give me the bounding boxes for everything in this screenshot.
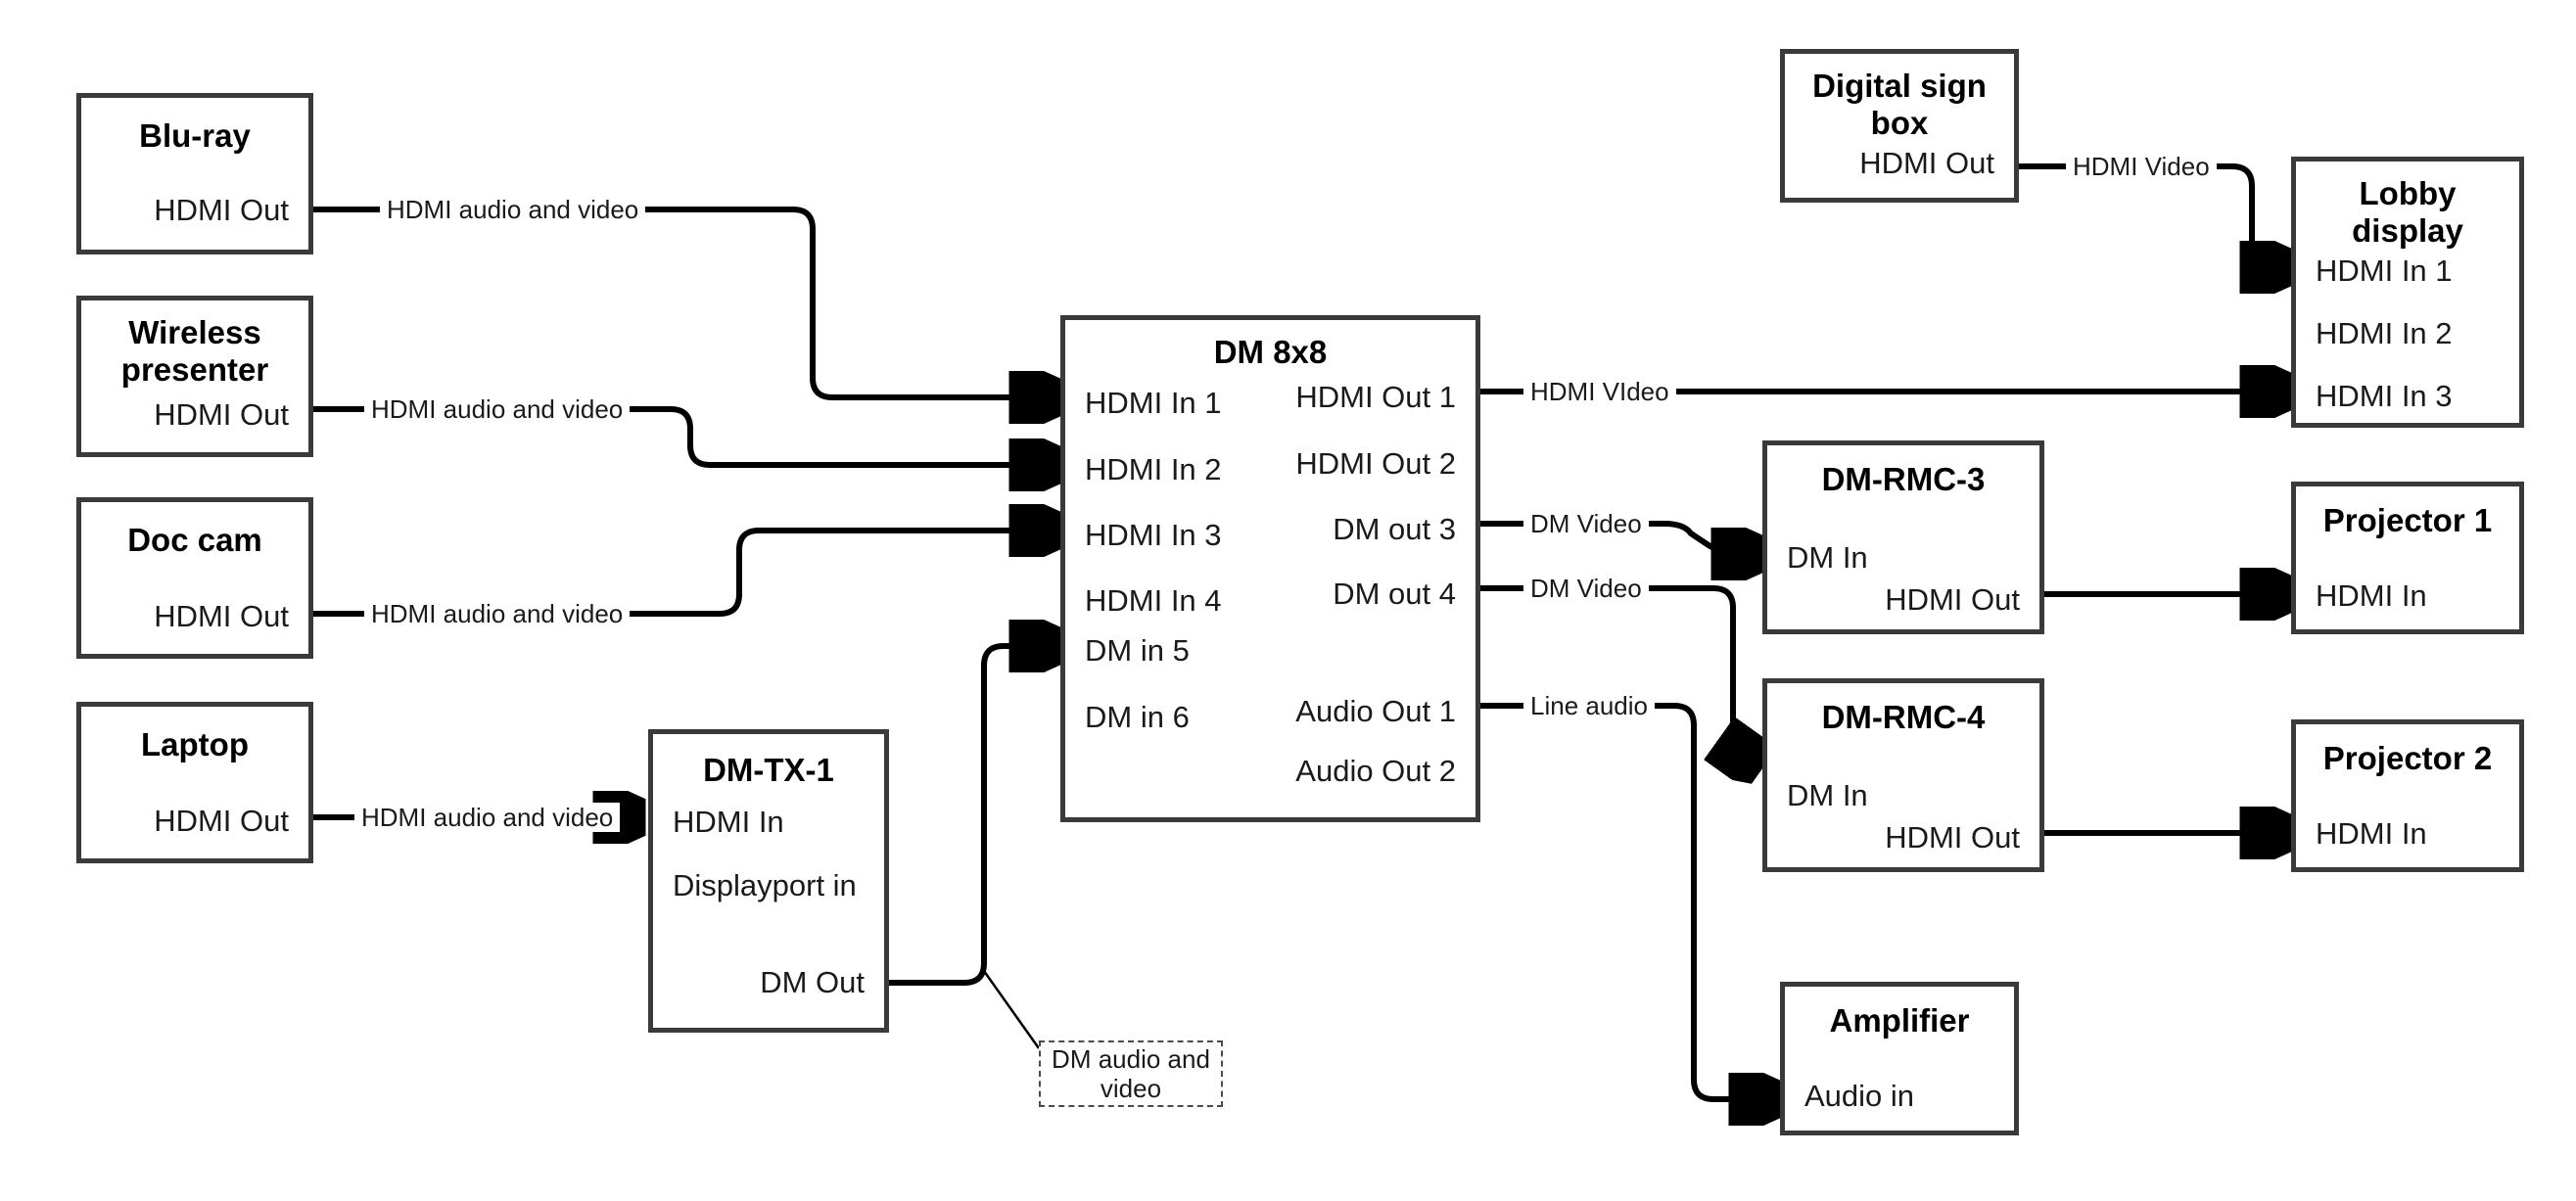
device-digital-sign-box-title: Digital sign box: [1812, 68, 1987, 141]
edge-label-wireless-to-dm: HDMI audio and video: [364, 394, 631, 424]
edge-label-doccam-to-dm: HDMI audio and video: [364, 599, 631, 628]
device-laptop-port-hdmi-out[interactable]: HDMI Out: [154, 804, 289, 838]
edge-label-dm-hdmiout1: HDMI VIdeo: [1523, 377, 1676, 406]
device-amplifier[interactable]: Amplifier Audio in: [1780, 982, 2019, 1135]
device-dm-8x8[interactable]: DM 8x8 HDMI In 1 HDMI In 2 HDMI In 3 HDM…: [1060, 315, 1480, 822]
device-bluray[interactable]: Blu-ray HDMI Out: [76, 93, 313, 254]
device-dm-8x8-output-audio-out-2[interactable]: Audio Out 2: [1295, 754, 1456, 788]
edge-label-dm-audioout1: Line audio: [1523, 691, 1655, 720]
device-dm-rmc-3-port-hdmi-out[interactable]: HDMI Out: [1885, 582, 2020, 617]
device-dm-8x8-input-dm-in-5[interactable]: DM in 5: [1085, 633, 1190, 668]
device-bluray-title: Blu-ray: [139, 117, 251, 154]
device-projector-1[interactable]: Projector 1 HDMI In: [2291, 482, 2524, 634]
device-digital-sign-box-port-hdmi-out[interactable]: HDMI Out: [1859, 146, 1994, 180]
callout-leader-line: [982, 970, 1041, 1049]
device-bluray-port-hdmi-out[interactable]: HDMI Out: [154, 193, 289, 227]
device-dm-rmc-4-port-hdmi-out[interactable]: HDMI Out: [1885, 820, 2020, 855]
device-projector-2-port-hdmi-in[interactable]: HDMI In: [2316, 816, 2427, 851]
device-wireless-presenter[interactable]: Wireless presenter HDMI Out: [76, 296, 313, 457]
device-dm-8x8-output-dm-out-3[interactable]: DM out 3: [1333, 512, 1456, 546]
device-dm-rmc-3-port-dm-in[interactable]: DM In: [1787, 540, 1868, 575]
edge-label-dm-dmout4: DM Video: [1523, 574, 1649, 603]
device-lobby-display-input-hdmi-in-2[interactable]: HDMI In 2: [2316, 316, 2453, 350]
device-dm-rmc-3[interactable]: DM-RMC-3 DM In HDMI Out: [1762, 440, 2044, 634]
wire-dm-audioout1-to-amplifier: [1480, 703, 1772, 1099]
device-dm-8x8-output-audio-out-1[interactable]: Audio Out 1: [1295, 694, 1456, 728]
device-dm-tx-1-title: DM-TX-1: [703, 752, 834, 788]
device-dm-rmc-4-title: DM-RMC-4: [1821, 699, 1986, 735]
wire-bluray-to-dm-in1: [313, 207, 1053, 397]
callout-dm-audio-and-video: DM audio and video: [1039, 1040, 1223, 1107]
device-amplifier-port-audio-in[interactable]: Audio in: [1804, 1079, 1915, 1113]
device-lobby-display-input-hdmi-in-3[interactable]: HDMI In 3: [2316, 379, 2453, 413]
wire-tx-dmout-to-dm-in5: [889, 646, 1053, 986]
device-lobby-display-title: Lobby display: [2352, 175, 2463, 249]
device-wireless-presenter-title: Wireless presenter: [120, 314, 269, 388]
device-dm-8x8-input-dm-in-6[interactable]: DM in 6: [1085, 700, 1190, 734]
device-laptop-title: Laptop: [141, 726, 249, 762]
device-projector-1-port-hdmi-in[interactable]: HDMI In: [2316, 578, 2427, 613]
device-dm-tx-1-port-displayport-in[interactable]: Displayport in: [673, 868, 857, 902]
device-laptop[interactable]: Laptop HDMI Out: [76, 702, 313, 863]
edge-label-laptop-to-tx: HDMI audio and video: [354, 803, 621, 832]
device-digital-sign-box[interactable]: Digital sign box HDMI Out: [1780, 49, 2019, 203]
device-doc-cam[interactable]: Doc cam HDMI Out: [76, 497, 313, 659]
device-dm-8x8-output-dm-out-4[interactable]: DM out 4: [1333, 577, 1456, 611]
device-dm-rmc-3-title: DM-RMC-3: [1821, 461, 1986, 497]
wire-dm-out4-to-rmc4: [1480, 585, 1755, 763]
device-dm-8x8-output-hdmi-out-2[interactable]: HDMI Out 2: [1295, 446, 1456, 481]
device-dm-tx-1[interactable]: DM-TX-1 HDMI In Displayport in DM Out: [648, 729, 889, 1033]
edge-label-bluray-to-dm: HDMI audio and video: [380, 195, 646, 224]
device-doc-cam-port-hdmi-out[interactable]: HDMI Out: [154, 599, 289, 633]
device-dm-8x8-output-hdmi-out-1[interactable]: HDMI Out 1: [1295, 380, 1456, 414]
device-dm-8x8-input-hdmi-in-4[interactable]: HDMI In 4: [1085, 583, 1222, 618]
device-lobby-display-input-hdmi-in-1[interactable]: HDMI In 1: [2316, 254, 2453, 288]
device-dm-tx-1-port-dm-out[interactable]: DM Out: [760, 965, 865, 999]
device-wireless-presenter-port-hdmi-out[interactable]: HDMI Out: [154, 397, 289, 432]
device-dm-8x8-title: DM 8x8: [1213, 334, 1328, 370]
device-dm-tx-1-port-hdmi-in[interactable]: HDMI In: [673, 805, 784, 839]
device-lobby-display[interactable]: Lobby display HDMI In 1 HDMI In 2 HDMI I…: [2291, 157, 2524, 428]
edge-label-sign-to-lobby: HDMI Video: [2066, 152, 2217, 181]
device-amplifier-title: Amplifier: [1829, 1002, 1970, 1039]
wire-sign-to-lobby-in1: [2015, 163, 2283, 267]
device-dm-rmc-4[interactable]: DM-RMC-4 DM In HDMI Out: [1762, 678, 2044, 872]
device-dm-rmc-4-port-dm-in[interactable]: DM In: [1787, 778, 1868, 812]
device-projector-1-title: Projector 1: [2322, 502, 2493, 538]
device-dm-8x8-input-hdmi-in-1[interactable]: HDMI In 1: [1085, 386, 1222, 420]
device-dm-8x8-input-hdmi-in-3[interactable]: HDMI In 3: [1085, 518, 1222, 552]
edge-label-dm-dmout3: DM Video: [1523, 509, 1649, 538]
device-projector-2-title: Projector 2: [2322, 740, 2493, 776]
device-projector-2[interactable]: Projector 2 HDMI In: [2291, 719, 2524, 872]
device-doc-cam-title: Doc cam: [127, 522, 262, 558]
device-dm-8x8-input-hdmi-in-2[interactable]: HDMI In 2: [1085, 452, 1222, 486]
